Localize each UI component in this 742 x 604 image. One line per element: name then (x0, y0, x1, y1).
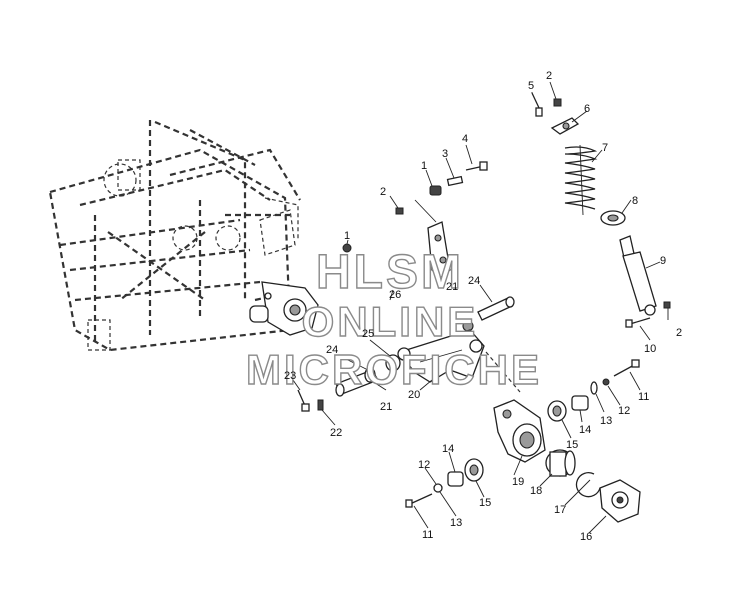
callout-6: 6 (584, 103, 590, 115)
callout-7: 7 (602, 142, 608, 154)
callout-12: 12 (618, 405, 630, 417)
callout-20: 20 (408, 389, 420, 401)
callout-1: 1 (421, 160, 427, 172)
part-5-bolt (531, 92, 543, 117)
part-13-washer-right (590, 381, 598, 395)
callout-11: 11 (638, 391, 649, 403)
callout-25: 25 (362, 328, 374, 340)
callout-19: 19 (512, 476, 524, 488)
part-9-shock-absorber (619, 235, 657, 316)
part-23-bolt (297, 389, 310, 412)
part-12-nut-right (602, 378, 610, 386)
watermark-line-2: ONLINE (302, 298, 479, 345)
watermark: HLSM ONLINE MICROFICHE (245, 245, 542, 393)
part-25-bushing (385, 354, 401, 372)
part-17-snap-ring (575, 472, 601, 498)
callout-2: 2 (676, 327, 682, 339)
callout-24: 24 (326, 344, 338, 356)
callout-23: 23 (284, 370, 296, 382)
part-4-bolt (465, 161, 488, 171)
part-15-bushing-lower (464, 458, 484, 482)
callout-15: 15 (566, 439, 578, 451)
callout-5: 5 (528, 80, 534, 92)
part-7-spring (564, 144, 598, 216)
watermark-line-1: HLSM (316, 246, 464, 299)
part-18-bearing (545, 449, 576, 477)
part-14-bushing-right (571, 395, 589, 411)
callout-labels: 5 2 6 7 8 9 2 10 4 3 1 2 1 26 21 24 25 2… (284, 70, 682, 543)
part-16-hub (599, 479, 641, 523)
callout-22: 22 (330, 427, 342, 439)
callout-2: 2 (380, 186, 386, 198)
watermark-line-3: MICROFICHE (246, 346, 542, 393)
callout-10: 10 (644, 343, 656, 355)
callout-14: 14 (442, 443, 454, 455)
callout-12: 12 (418, 459, 430, 471)
part-20-rocker-arm (397, 329, 521, 393)
part-22-nut (317, 399, 324, 411)
callout-15: 15 (479, 497, 491, 509)
callout-11: 11 (422, 529, 433, 541)
callout-13: 13 (600, 415, 612, 427)
part-3-sleeve (446, 175, 464, 187)
part-14-bushing-lower (447, 471, 464, 487)
callout-16: 16 (580, 531, 592, 543)
part-2-nut-left (395, 207, 404, 215)
callout-17: 17 (554, 504, 566, 516)
part-1-bushing-upper (429, 185, 442, 196)
part-2-nut-right (663, 301, 671, 309)
callout-1: 1 (344, 230, 350, 242)
part-6-mount (550, 117, 580, 135)
part-21-bushing-lower (364, 367, 376, 383)
callout-13: 13 (450, 517, 462, 529)
part-15-bushing-right (547, 400, 567, 422)
callout-24: 24 (468, 275, 480, 287)
part-10-bolt (625, 317, 651, 328)
callout-4: 4 (462, 133, 468, 145)
callout-21: 21 (446, 281, 458, 293)
part-13-washer-lower (433, 483, 443, 493)
part-11-bolt-lower (405, 493, 433, 508)
callout-14: 14 (579, 424, 591, 436)
callout-9: 9 (660, 255, 666, 267)
part-2-nut-top (553, 98, 562, 107)
part-11-bolt-right (613, 359, 640, 377)
callout-26: 26 (389, 289, 401, 301)
callout-2: 2 (546, 70, 552, 82)
part-19-upright (493, 399, 546, 463)
callout-21: 21 (380, 401, 392, 413)
callout-leader-lines (292, 81, 669, 534)
part-21-link-upper (414, 199, 451, 279)
part-26-bearing-housing (249, 281, 319, 336)
part-8-washer (600, 210, 626, 226)
part-24-pin-upper (477, 296, 515, 321)
callout-18: 18 (530, 485, 542, 497)
callout-3: 3 (442, 148, 448, 160)
callout-8: 8 (632, 195, 638, 207)
